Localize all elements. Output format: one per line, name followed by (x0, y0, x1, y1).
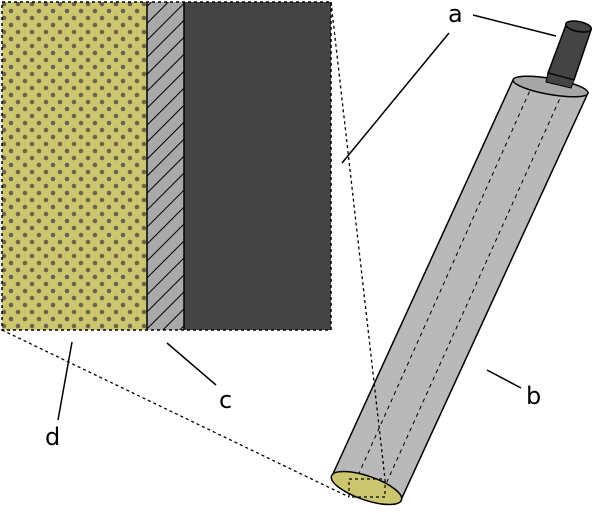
leader-d (57, 341, 73, 421)
tube-body (330, 79, 590, 501)
label-c: c (219, 386, 232, 414)
leader-b (486, 369, 522, 389)
leader-lines (57, 14, 557, 421)
protruding-rod (547, 20, 593, 81)
magnified-inset (1, 1, 332, 331)
leader-a-to-zoom-line (341, 32, 450, 164)
layer-d-dotted-region (2, 2, 147, 330)
layer-c-hatched-region (147, 2, 184, 330)
zoom-projection-lines (1, 1, 386, 498)
leader-a-to-rod (472, 14, 557, 37)
leader-c (166, 342, 217, 386)
rod-base (545, 72, 575, 89)
magnified-region-marker (348, 478, 386, 498)
inner-core-region (184, 2, 331, 330)
label-a: a (448, 0, 463, 28)
inset-dashed-border (1, 1, 332, 331)
hidden-core-lines (355, 80, 567, 496)
label-b: b (526, 382, 541, 410)
tube-end-face (330, 470, 403, 506)
label-d: d (45, 423, 60, 451)
tube (330, 20, 593, 506)
